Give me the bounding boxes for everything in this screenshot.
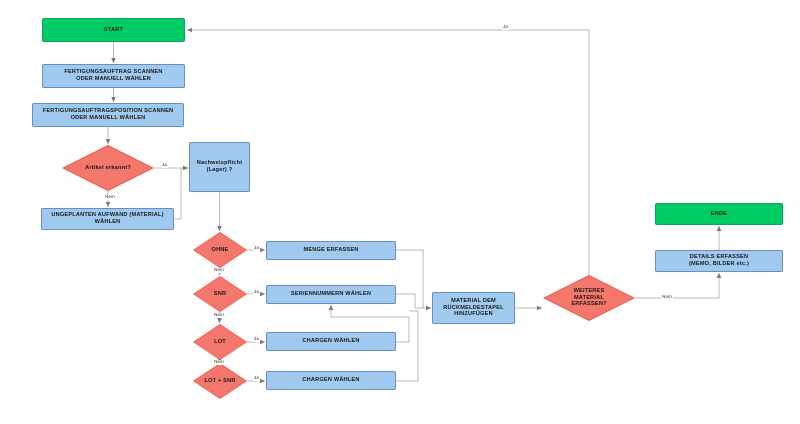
node-start[interactable]: START bbox=[42, 18, 185, 42]
node-start-label: START bbox=[103, 26, 124, 33]
node-ohne[interactable]: OHNE bbox=[193, 232, 247, 268]
node-fertigungsauftrag-scannen-label: FERTIGUNGSAUFTRAG SCANNEN ODER MANUELL W… bbox=[64, 69, 163, 82]
node-ungeplanten-aufwand-label: UNGEPLANTEN AUFWAND (MATERIAL) WÄHLEN bbox=[51, 212, 164, 225]
node-fertigungsauftrag-scannen[interactable]: FERTIGUNGSAUFTRAG SCANNEN ODER MANUELL W… bbox=[42, 64, 185, 88]
node-menge-erfassen-label: MENGE ERFASSEN bbox=[303, 247, 359, 253]
edge-ungeplant-to-nachweis bbox=[174, 165, 189, 220]
edge-label-weiteres-ja: Ja bbox=[502, 24, 510, 30]
node-seriennummern-waehlen[interactable]: SERIENNUMMERN WÄHLEN bbox=[266, 285, 396, 304]
edge-label-artikel-nein: Nein bbox=[104, 194, 116, 200]
node-nachweispflicht-lager-label: Nachweispflicht (Lager) ? bbox=[196, 160, 243, 173]
edge-label-weiteres-nein: Nein bbox=[661, 294, 673, 300]
edge-label-snr-ja: Ja bbox=[253, 289, 261, 295]
node-menge-erfassen[interactable]: MENGE ERFASSEN bbox=[266, 241, 396, 260]
edge-seriennr-to-stapel bbox=[396, 293, 432, 311]
node-lot-plus-snr[interactable]: LOT + SNR bbox=[193, 363, 247, 399]
node-artikel-erkannt[interactable]: Artikel erkannt? bbox=[62, 145, 154, 191]
diamond-shape bbox=[193, 276, 247, 312]
edge-label-snr-nein: Nein bbox=[213, 312, 225, 318]
node-fertigungsauftragsposition-scannen-label: FERTIGUNGSAUFTRAGSPOSITION SCANNEN ODER … bbox=[42, 108, 174, 121]
node-chargen-waehlen-lot-snr-label: CHARGEN WÄHLEN bbox=[302, 377, 360, 383]
node-artikel-erkannt-label: Artikel erkannt? bbox=[85, 164, 131, 171]
edge-label-ohne-ja: Ja bbox=[253, 245, 261, 251]
edge-label-lot-nein: Nein bbox=[213, 359, 225, 365]
node-snr[interactable]: SNR bbox=[193, 276, 247, 312]
node-weiteres-material-erfassen-label: WEITERES MATERIAL ERFASSEN? bbox=[571, 287, 607, 308]
edge-label-lot-ja: Ja bbox=[253, 336, 261, 342]
node-fertigungsauftragsposition-scannen[interactable]: FERTIGUNGSAUFTRAGSPOSITION SCANNEN ODER … bbox=[32, 103, 184, 127]
node-chargen-waehlen-lot[interactable]: CHARGEN WÄHLEN bbox=[266, 332, 396, 351]
node-ungeplanten-aufwand[interactable]: UNGEPLANTEN AUFWAND (MATERIAL) WÄHLEN bbox=[41, 208, 174, 230]
node-nachweispflicht-lager[interactable]: Nachweispflicht (Lager) ? bbox=[189, 142, 250, 192]
node-ende-label: ENDE bbox=[710, 210, 728, 217]
node-lot[interactable]: LOT bbox=[193, 324, 247, 360]
edge-weiteres-nein-to-details bbox=[635, 272, 722, 299]
diamond-shape bbox=[62, 145, 154, 191]
node-ohne-label: OHNE bbox=[211, 246, 229, 253]
node-material-rueckmeldestapel[interactable]: MATERIAL DEM RÜCKMELDESTAPEL HINZUFÜGEN bbox=[432, 292, 515, 324]
diamond-shape bbox=[193, 363, 247, 399]
node-ende[interactable]: ENDE bbox=[655, 203, 783, 225]
node-details-erfassen[interactable]: DETAILS ERFASSEN (MEMO, BILDER etc.) bbox=[655, 250, 783, 272]
edge-menge-to-stapel bbox=[396, 249, 432, 311]
node-seriennummern-waehlen-label: SERIENNUMMERN WÄHLEN bbox=[290, 291, 372, 297]
node-details-erfassen-label: DETAILS ERFASSEN (MEMO, BILDER etc.) bbox=[688, 254, 750, 267]
node-lot-label: LOT bbox=[214, 338, 226, 345]
node-material-rueckmeldestapel-label: MATERIAL DEM RÜCKMELDESTAPEL HINZUFÜGEN bbox=[443, 297, 504, 318]
node-lot-plus-snr-label: LOT + SNR bbox=[204, 377, 236, 384]
diamond-shape bbox=[543, 275, 635, 321]
node-weiteres-material-erfassen[interactable]: WEITERES MATERIAL ERFASSEN? bbox=[543, 275, 635, 321]
edge-label-lotsnr-ja: Ja bbox=[253, 375, 261, 381]
node-chargen-waehlen-lot-snr[interactable]: CHARGEN WÄHLEN bbox=[266, 371, 396, 390]
edge-label-artikel-ja: Ja bbox=[161, 162, 169, 168]
node-snr-label: SNR bbox=[213, 290, 227, 297]
edge-label-ohne-nein: Nein bbox=[213, 267, 225, 273]
node-chargen-waehlen-lot-label: CHARGEN WÄHLEN bbox=[302, 338, 360, 344]
edge-chargen2-merge bbox=[396, 310, 419, 382]
